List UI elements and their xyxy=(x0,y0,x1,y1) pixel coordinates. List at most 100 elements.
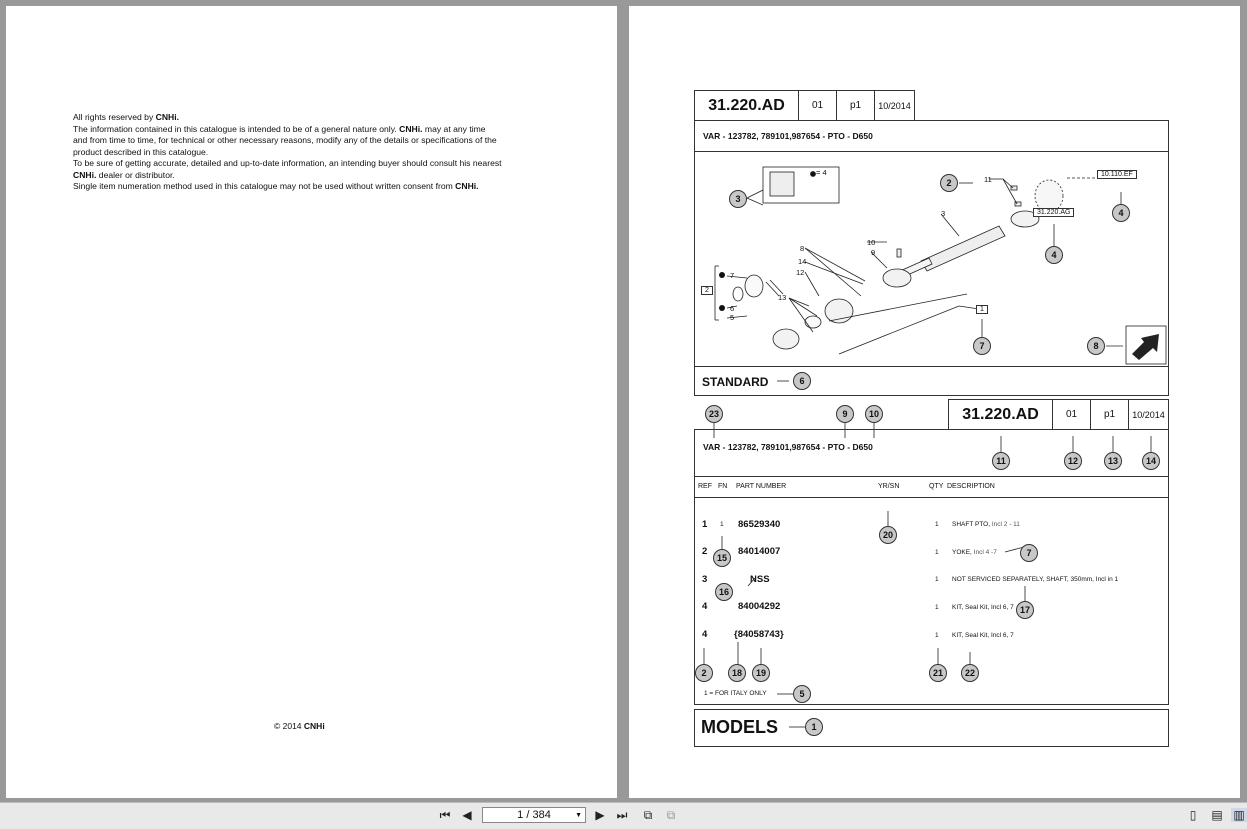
divider xyxy=(694,476,1169,477)
callout-14: 14 xyxy=(1142,452,1160,470)
row-qty: 1 xyxy=(935,549,939,556)
kit-box-outline xyxy=(762,166,840,204)
callout-20: 20 xyxy=(879,526,897,544)
num-label: 10 xyxy=(867,238,876,247)
rights-line: Single item numeration method used in th… xyxy=(73,181,553,193)
callout-15: 15 xyxy=(713,549,731,567)
bottom-page: p1 xyxy=(1090,399,1129,430)
desc-extra: Incl 4 -7 xyxy=(973,549,997,556)
rotate-icon[interactable]: ⧉ xyxy=(643,808,653,822)
rights-line: and from time to time, for technical or … xyxy=(73,135,553,147)
callout-6: 6 xyxy=(793,372,811,390)
bottom-date: 10/2014 xyxy=(1128,399,1169,430)
num-label: 9 xyxy=(871,248,876,257)
col-qty: QTY xyxy=(929,483,944,490)
rights-line: All rights reserved by CNHi. xyxy=(73,112,553,124)
standard-label: STANDARD xyxy=(702,375,769,389)
num-label: 6 xyxy=(730,304,735,313)
row-part: 84014007 xyxy=(738,546,781,557)
left-page: All rights reserved by CNHi. The informa… xyxy=(6,6,617,798)
row-ref: 2 xyxy=(702,546,708,557)
callout-17: 17 xyxy=(1016,601,1034,619)
single-page-icon[interactable]: ▯ xyxy=(1189,808,1197,822)
col-ref: REF xyxy=(698,483,712,490)
row-qty: 1 xyxy=(935,604,939,611)
bullet-dot xyxy=(719,305,725,311)
fit-icon[interactable]: ⧉ xyxy=(666,808,676,822)
row-desc: NOT SERVICED SEPARATELY, SHAFT, 350mm, I… xyxy=(952,576,1119,583)
line-text: All rights reserved by xyxy=(73,112,156,122)
desc-extra: Incl 2 - 11 xyxy=(991,521,1020,528)
line-text: may at any time xyxy=(422,123,486,134)
bottom-subtitle: VAR - 123782, 789101,987654 - PTO - D650 xyxy=(703,442,873,452)
brand-text: CNHi. xyxy=(455,181,479,191)
desc-main: SHAFT PTO, xyxy=(952,521,992,528)
row-qty: 1 xyxy=(935,521,939,528)
callout-1: 1 xyxy=(805,718,823,736)
kit-icon xyxy=(769,171,795,197)
page-selector[interactable]: 1 / 384 ▼ xyxy=(482,807,586,823)
footnote: 1 = FOR ITALY ONLY xyxy=(704,690,767,697)
facing-icon[interactable]: ▥ xyxy=(1231,808,1247,822)
continuous-icon[interactable]: ▤ xyxy=(1211,808,1223,822)
row-ref: 4 xyxy=(702,601,708,612)
row-desc: KIT, Seal Kit, Incl 6, 7 xyxy=(952,632,1014,639)
num-label: 13 xyxy=(778,293,787,302)
num-label: 5 xyxy=(730,313,735,322)
rights-line: The information contained in this catalo… xyxy=(73,124,553,136)
col-fn: FN xyxy=(718,483,728,490)
o-ring xyxy=(732,286,744,302)
num-label: 12 xyxy=(796,268,805,277)
row-desc: SHAFT PTO, Incl 2 - 11 xyxy=(952,521,1020,528)
models-box xyxy=(694,709,1169,747)
callout-11: 11 xyxy=(992,452,1010,470)
viewer-toolbar: ⏮ ◀ 1 / 384 ▼ ▶ ⏭ ⧉ ⧉ ▯ ▤ ▥ xyxy=(0,802,1247,829)
callout-10: 10 xyxy=(865,405,883,423)
row-part: {84058743} xyxy=(734,629,784,640)
kit-dot xyxy=(810,171,816,177)
line-text: dealer or distributor. xyxy=(96,169,175,180)
rights-line: CNHi. dealer or distributor. xyxy=(73,170,553,182)
next-page-icon[interactable]: ▶ xyxy=(595,808,605,822)
bullet-dot xyxy=(719,272,725,278)
chevron-down-icon: ▼ xyxy=(575,811,582,819)
row-qty: 1 xyxy=(935,632,939,639)
callout-22: 22 xyxy=(961,664,979,682)
row-ref: 3 xyxy=(702,574,708,585)
line-text: and from time to time, for technical or … xyxy=(73,135,497,145)
first-page-icon[interactable]: ⏮ xyxy=(439,808,451,822)
row-part: 86529340 xyxy=(738,519,781,530)
ref-10110: 10.110.EF xyxy=(1097,170,1137,179)
right-page: 31.220.AD 01 p1 10/2014 VAR - 123782, 78… xyxy=(629,6,1240,798)
brand-text: CNHi. xyxy=(73,169,97,180)
row-desc: YOKE, Incl 4 -7 xyxy=(952,549,997,556)
callout-3: 3 xyxy=(729,190,747,208)
callout-23: 23 xyxy=(705,405,723,423)
top-subtitle: VAR - 123782, 789101,987654 - PTO - D650 xyxy=(703,131,873,141)
col-yrsn: YR/SN xyxy=(878,483,900,490)
line-text: Single item numeration method used in th… xyxy=(73,181,456,191)
callout-2b: 2 xyxy=(695,664,713,682)
last-page-icon[interactable]: ⏭ xyxy=(616,808,628,822)
callout-2: 2 xyxy=(940,174,958,192)
row-part: NSS xyxy=(750,574,770,585)
callout-19: 19 xyxy=(752,664,770,682)
callout-9: 9 xyxy=(836,405,854,423)
copyright-brand: CNHi xyxy=(303,721,325,731)
num-label: 7 xyxy=(730,271,735,280)
box-label-2: 2 xyxy=(701,286,713,295)
callout-21: 21 xyxy=(929,664,947,682)
parts-table-box xyxy=(694,429,1169,705)
prev-page-icon[interactable]: ◀ xyxy=(462,808,472,822)
yoke-mid xyxy=(882,268,912,288)
copyright: © 2014 CNHi xyxy=(274,721,325,731)
divider xyxy=(694,497,1169,498)
callout-4: 4 xyxy=(1112,204,1130,222)
rights-notice: All rights reserved by CNHi. The informa… xyxy=(73,112,553,193)
line-text: The information contained in this catalo… xyxy=(73,123,400,134)
standard-box xyxy=(694,366,1169,396)
yoke-right xyxy=(1010,210,1040,228)
yoke-left xyxy=(772,328,800,350)
desc-main: YOKE, xyxy=(952,549,974,556)
num-label: 8 xyxy=(800,244,805,253)
